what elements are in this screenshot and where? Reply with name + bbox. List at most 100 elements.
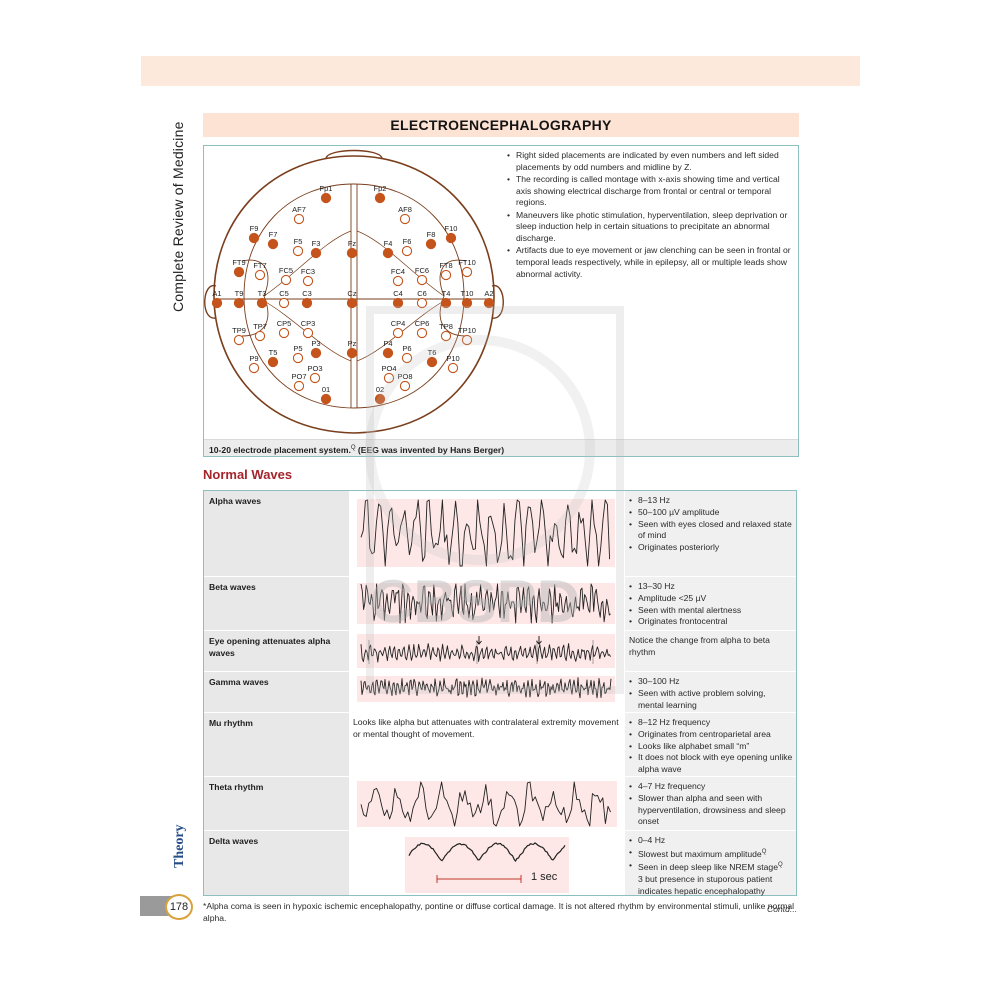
electrode-label: FC3 — [301, 267, 315, 276]
electrode-t4 — [440, 297, 452, 309]
fact-item: Seen with active problem solving, mental… — [629, 688, 793, 712]
electrode-label: TP10 — [458, 326, 476, 335]
electrode-label: CP4 — [391, 319, 406, 328]
electrode-label: CP5 — [277, 319, 292, 328]
fact-text: Slowest but maximum amplitude — [638, 848, 762, 859]
gamma-wave-trace — [357, 676, 615, 702]
electrode-02 — [374, 393, 386, 405]
table-row-beta: Beta waves 13–30 Hz Amplitude <25 µV See… — [204, 577, 796, 630]
scale-label: 1 sec — [531, 871, 558, 883]
electrode-label: F10 — [445, 224, 458, 233]
fact-item: Seen in deep sleep like NREM stageQ — [629, 860, 793, 874]
electrode-cp4 — [392, 327, 404, 339]
electrode-pz — [346, 347, 358, 359]
wave-name: Eye opening attenuates alpha waves — [204, 631, 349, 671]
beta-trace-line — [360, 583, 611, 624]
electrode-po4 — [383, 372, 395, 384]
footnote: *Alpha coma is seen in hypoxic ischemic … — [203, 901, 795, 923]
electrode-label: PO4 — [381, 364, 396, 373]
electrode-fc3 — [302, 275, 314, 287]
electrode-tp7 — [254, 330, 266, 342]
waves-table: Alpha waves 8–13 Hz 50–100 µV amplitude … — [203, 490, 797, 896]
electrode-p4 — [382, 347, 394, 359]
page-title: ELECTROENCEPHALOGRAPHY — [203, 113, 799, 137]
book-title-vertical: Complete Review of Medicine — [170, 121, 186, 312]
electrode-label: Cz — [347, 289, 356, 298]
electrode-cp3 — [302, 327, 314, 339]
electrode-f6 — [401, 245, 413, 257]
arrow-down-icon — [536, 636, 542, 645]
electrode-fc6 — [416, 274, 428, 286]
fact-item: Originates from centroparietal area — [629, 729, 793, 741]
electrode-f4 — [382, 247, 394, 259]
electrode-label: 01 — [322, 385, 330, 394]
wave-note: Notice the change from alpha to beta rhy… — [625, 631, 796, 671]
electrode-ft10 — [461, 266, 473, 278]
electrode-label: CP6 — [415, 319, 430, 328]
caption-superscript: Q — [350, 445, 356, 451]
electrode-label: F3 — [312, 239, 321, 248]
eeg-bullet: Artifacts due to eye movement or jaw cle… — [507, 245, 792, 280]
theta-trace-line — [360, 781, 612, 827]
continued-label: Contd... — [767, 904, 798, 914]
fact-text: Seen in deep sleep like NREM stage — [638, 862, 778, 873]
head-outline — [204, 149, 504, 434]
electrode-ft8 — [440, 269, 452, 281]
wave-facts: 13–30 Hz Amplitude <25 µV Seen with ment… — [625, 577, 796, 630]
figure-caption: 10-20 electrode placement system.Q (EEG … — [204, 439, 798, 456]
eeg-bullet: The recording is called montage with x-a… — [507, 174, 792, 209]
fact-superscript: Q — [761, 848, 767, 855]
table-row-gamma: Gamma waves 30–100 Hz Seen with active p… — [204, 672, 796, 712]
electrode-f10 — [445, 232, 457, 244]
fact-item: Amplitude <25 µV — [629, 593, 793, 605]
electrode-f9 — [248, 232, 260, 244]
fact-item: 8–13 Hz — [629, 495, 793, 507]
section-label-vertical: Theory — [172, 824, 187, 868]
alpha-wave-trace — [357, 499, 615, 567]
electrode-label: F9 — [250, 224, 259, 233]
electrode-label: Fz — [348, 239, 357, 248]
wave-name: Gamma waves — [204, 672, 349, 712]
fact-item: Slower than alpha and seen with hyperven… — [629, 793, 793, 828]
wave-trace-cell — [349, 577, 625, 630]
electrode-label: FT10 — [458, 258, 476, 267]
electrode-label: TP9 — [232, 326, 246, 335]
electrode-label: AF8 — [398, 205, 412, 214]
electrode-p6 — [401, 352, 413, 364]
table-row-eye-opening: Eye opening attenuates alpha waves Notic… — [204, 631, 796, 671]
page-number: 178 — [165, 894, 193, 920]
fact-item: Originates frontocentral — [629, 616, 793, 628]
electrode-label: F5 — [294, 237, 303, 246]
electrode-c3 — [301, 297, 313, 309]
fact-item: Looks like alphabet small “m” — [629, 741, 793, 753]
table-row-mu: Mu rhythm Looks like alpha but attenuate… — [204, 713, 796, 776]
electrode-ft7 — [254, 269, 266, 281]
electrode-fz — [346, 247, 358, 259]
time-scale-bar — [436, 875, 522, 883]
fact-item: 8–12 Hz frequency — [629, 717, 793, 729]
electrode-c4 — [392, 297, 404, 309]
electrode-label: P10 — [446, 354, 459, 363]
electrode-po8 — [399, 380, 411, 392]
electrode-label: TP7 — [253, 322, 267, 331]
electrode-label: PO7 — [291, 372, 306, 381]
electrode-label: T10 — [461, 289, 474, 298]
eeg-bullet: Right sided placements are indicated by … — [507, 150, 792, 173]
electrode-po3 — [309, 372, 321, 384]
electrode-label: F7 — [269, 230, 278, 239]
electrode-label: T9 — [235, 289, 244, 298]
electrode-t3 — [256, 297, 268, 309]
wave-facts: 8–13 Hz 50–100 µV amplitude Seen with ey… — [625, 491, 796, 576]
fact-item: Slowest but maximum amplitudeQ — [629, 847, 793, 861]
electrode-cz — [346, 297, 358, 309]
electrode-label: FC6 — [415, 266, 429, 275]
electrode-label: FC4 — [391, 267, 405, 276]
gamma-trace-line — [360, 677, 612, 699]
electrode-label: T6 — [428, 348, 437, 357]
electrode-label: F8 — [427, 230, 436, 239]
electrode-ft9 — [233, 266, 245, 278]
wave-facts: 4–7 Hz frequency Slower than alpha and s… — [625, 777, 796, 830]
electrode-f3 — [310, 247, 322, 259]
electrode-label: Fp2 — [374, 184, 387, 193]
